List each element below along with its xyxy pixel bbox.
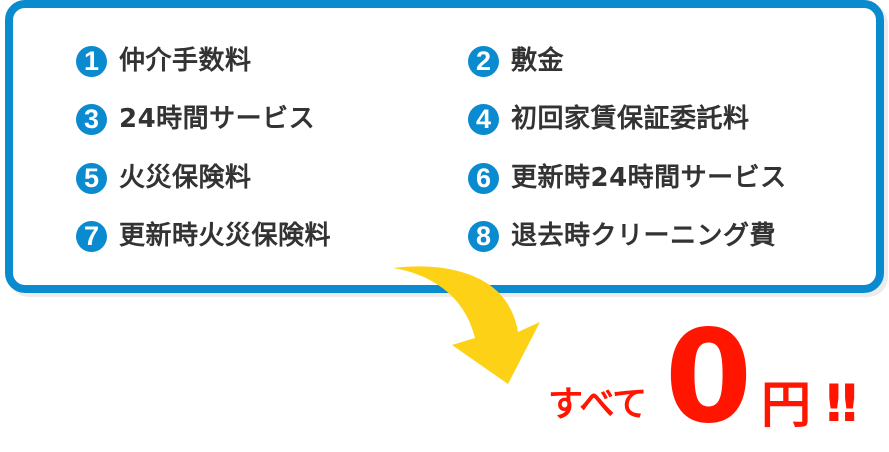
fee-item-label: 更新時火災保険料 <box>119 221 332 251</box>
summary-unit: 円 <box>761 376 811 434</box>
fee-item-label: 仲介手数料 <box>119 46 252 76</box>
summary-prefix: すべて <box>548 385 647 425</box>
fee-item-5: 5 火災保険料 <box>76 162 252 194</box>
fee-item-label: 初回家賃保証委託料 <box>511 104 750 134</box>
summary-amount: 0 <box>664 303 753 452</box>
fee-item-label: 退去時クリーニング費 <box>511 221 777 251</box>
fee-item-4: 4 初回家賃保証委託料 <box>468 103 750 135</box>
fee-item-label: 更新時24時間サービス <box>511 163 787 193</box>
fee-item-label: 24時間サービス <box>119 104 316 134</box>
number-badge-icon: 8 <box>468 220 499 252</box>
number-badge-icon: 3 <box>76 103 107 135</box>
fee-item-label: 敷金 <box>511 46 565 76</box>
number-badge-icon: 2 <box>468 45 499 77</box>
number-badge-icon: 7 <box>76 220 107 252</box>
fee-list-panel <box>5 0 884 293</box>
summary-emphasis: !! <box>822 374 862 434</box>
number-badge-icon: 6 <box>468 162 499 194</box>
fee-item-1: 1 仲介手数料 <box>76 45 252 77</box>
number-badge-icon: 5 <box>76 162 107 194</box>
number-badge-icon: 1 <box>76 45 107 77</box>
fee-item-8: 8 退去時クリーニング費 <box>468 220 776 252</box>
fee-item-label: 火災保険料 <box>119 163 252 193</box>
fee-item-2: 2 敷金 <box>468 45 564 77</box>
fee-item-3: 3 24時間サービス <box>76 103 315 135</box>
fee-item-6: 6 更新時24時間サービス <box>468 162 787 194</box>
number-badge-icon: 4 <box>468 103 499 135</box>
fee-item-7: 7 更新時火災保険料 <box>76 220 331 252</box>
